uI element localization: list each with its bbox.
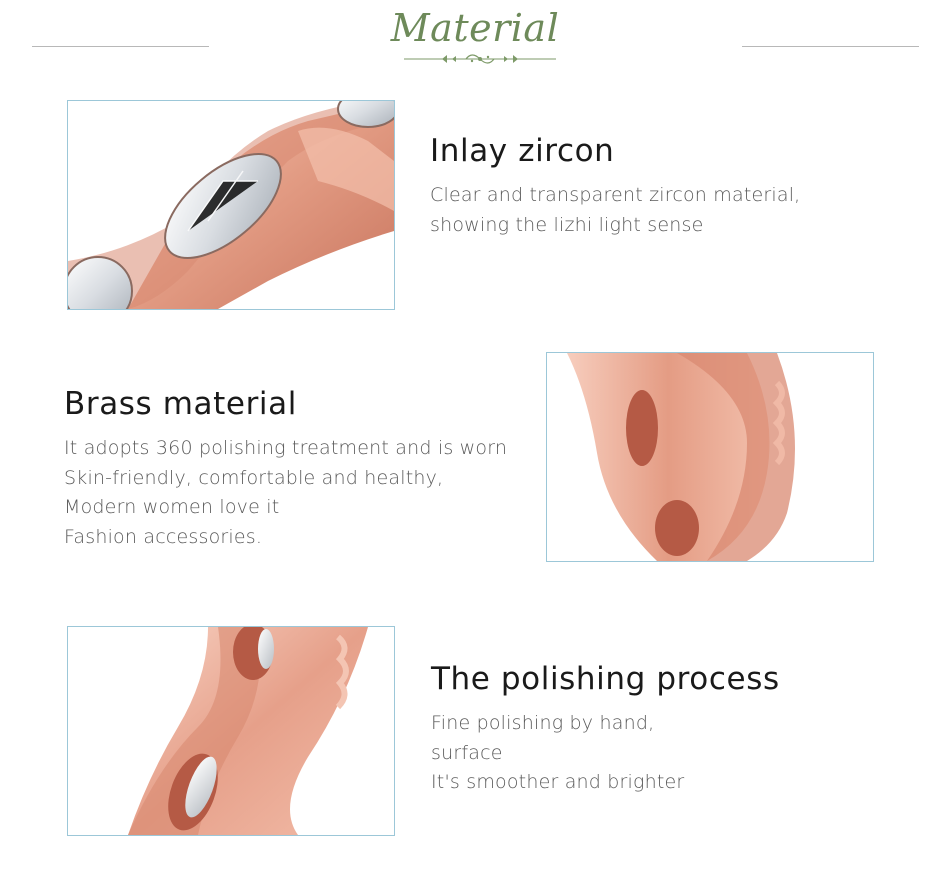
- floral-ornament-icon: [404, 54, 556, 64]
- section-brass-material: Brass material It adopts 360 polishing t…: [64, 386, 507, 552]
- section-title: Brass material: [64, 386, 297, 422]
- section-text-line: Fine polishing by hand,: [431, 712, 655, 734]
- section-polishing-process: The polishing process Fine polishing by …: [431, 661, 780, 798]
- brass-ring-photo: [546, 352, 874, 562]
- section-text-line: Skin-friendly, comfortable and healthy,: [64, 466, 444, 489]
- section-title: The polishing process: [431, 661, 780, 697]
- polished-ring-photo: [67, 626, 395, 836]
- header-title: Material: [390, 6, 560, 50]
- section-text-line: surface: [431, 741, 503, 764]
- section-text-line: showing the lizhi light sense: [430, 213, 704, 236]
- header-divider-left: [32, 46, 209, 47]
- header-divider-right: [742, 46, 919, 47]
- section-text-line: Modern women love it: [64, 496, 280, 518]
- section-text-line: It's smoother and brighter: [431, 771, 685, 793]
- zircon-ring-photo: [67, 100, 395, 310]
- section-title: Inlay zircon: [430, 133, 615, 169]
- section-text-line: It adopts 360 polishing treatment and is…: [64, 437, 508, 459]
- section-text-line: Clear and transparent zircon material,: [430, 184, 801, 206]
- section-header: Material: [0, 0, 950, 80]
- section-inlay-zircon: Inlay zircon Clear and transparent zirco…: [430, 133, 800, 240]
- section-text-line: Fashion accessories.: [64, 525, 263, 548]
